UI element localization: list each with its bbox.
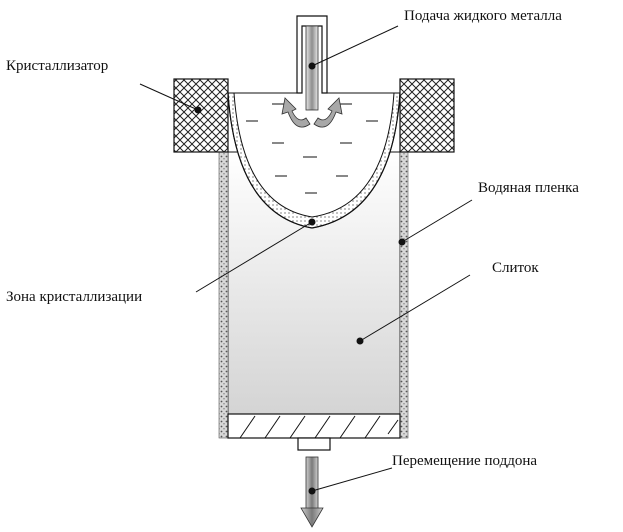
leader-dots <box>194 62 406 495</box>
label-tray-movement: Перемещение поддона <box>392 453 537 469</box>
flow-arrow-left <box>281 97 311 128</box>
tray <box>227 413 401 439</box>
leader-lines <box>139 25 473 492</box>
flow-arrow-right <box>313 97 343 128</box>
tray-rod <box>305 456 319 510</box>
label-crystallizer: Кристаллизатор <box>6 58 108 74</box>
label-ingot: Слиток <box>492 260 539 276</box>
liquid-surface-marks <box>246 103 378 194</box>
tray-hatching <box>239 415 399 439</box>
crystallizer-right <box>399 78 455 153</box>
down-arrow-icon <box>300 507 324 528</box>
crystallizer-left <box>173 78 229 153</box>
solidification-front <box>227 92 401 229</box>
tray-connector <box>297 437 331 451</box>
label-water-film: Водяная пленка <box>478 180 579 196</box>
label-metal-feed: Подача жидкого металла <box>404 8 562 24</box>
water-film-right <box>399 151 409 439</box>
label-crystallization-zone: Зона кристаллизации <box>6 289 142 305</box>
water-film-left <box>218 151 229 439</box>
feed-pipe <box>296 15 328 94</box>
